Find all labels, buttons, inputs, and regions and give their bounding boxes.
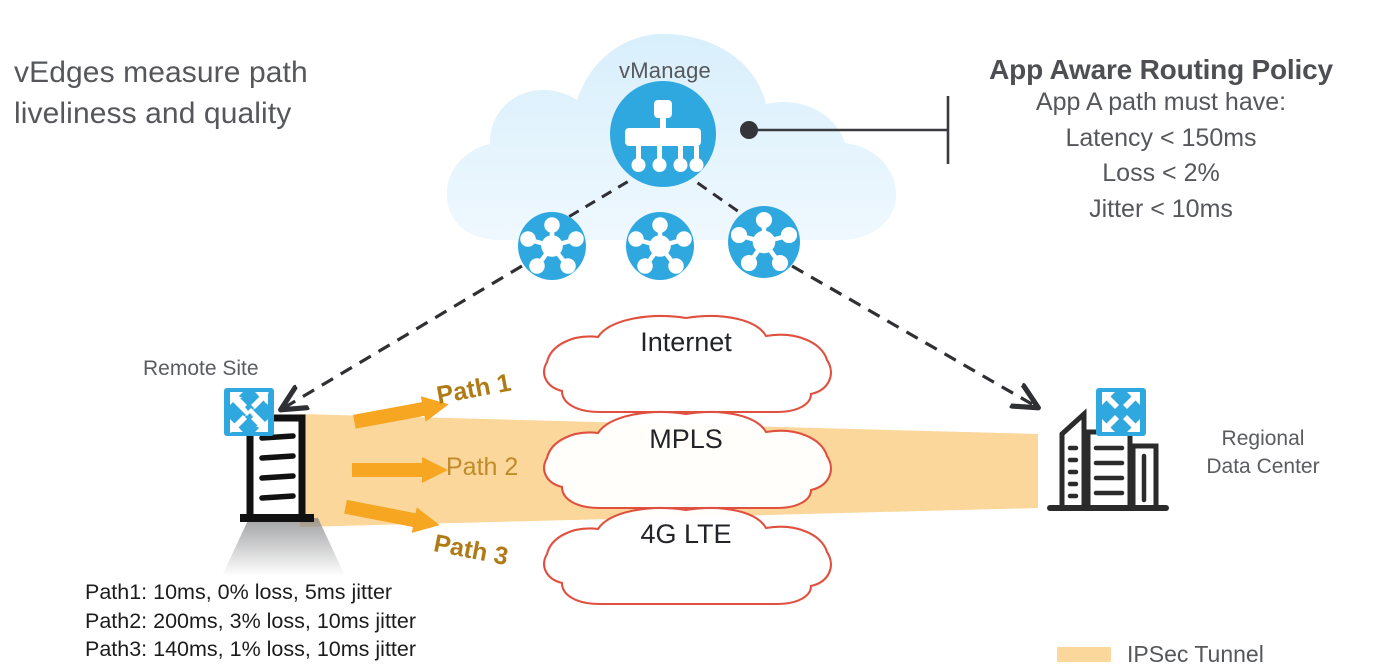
path-stat-2: Path2: 200ms, 3% loss, 10ms jitter	[85, 608, 417, 633]
datacenter-group	[1047, 388, 1169, 511]
policy-line-loss: Loss < 2%	[1102, 159, 1220, 188]
cloud-mpls	[543, 410, 832, 510]
controller-to-site-arrows	[282, 264, 1037, 409]
vsmart-controller-icon-1	[518, 212, 586, 280]
cisco-router-icon-datacenter	[1096, 388, 1146, 436]
policy-callout: App Aware Routing Policy App A path must…	[946, 54, 1376, 227]
path-stat-1: Path1: 10ms, 0% loss, 5ms jitter	[85, 580, 393, 604]
datacenter-label-line-2: Data Center	[1206, 455, 1320, 479]
vsmart-controller-icon-2	[626, 212, 694, 280]
legend-label-ipsec-tunnel: IPSec Tunnel	[1127, 641, 1264, 667]
cisco-router-icon-remote	[224, 388, 274, 436]
datacenter-label: Regional Data Center	[1178, 425, 1348, 481]
control-plane-links	[559, 170, 753, 224]
policy-line-condition: App A path must have:	[1035, 88, 1287, 117]
office-building-icon	[240, 414, 314, 522]
vmanage-controller-icon	[610, 81, 716, 187]
path-direction-arrows	[344, 396, 449, 533]
policy-line-jitter: Jitter < 10ms	[1089, 194, 1233, 223]
vmanage-label: vManage	[619, 58, 711, 83]
intro-line-2: liveliness and quality	[14, 97, 292, 131]
cloud-label-internet: Internet	[640, 327, 732, 357]
path-label-2: Path 2	[446, 453, 519, 481]
cloud-4g-lte	[543, 506, 832, 606]
remote-site-label: Remote Site	[143, 357, 259, 380]
cloud-label-mpls: MPLS	[649, 424, 723, 454]
cloud-label-4g-lte: 4G LTE	[640, 519, 732, 549]
direction-arrow-path2	[352, 457, 448, 483]
datacenter-buildings-icon	[1047, 400, 1169, 511]
intro-line-1: vEdges measure path	[14, 56, 308, 89]
policy-line-latency: Latency < 150ms	[1065, 123, 1257, 152]
legend: IPSec Tunnel	[1057, 641, 1264, 668]
remote-site-shadow	[222, 518, 345, 576]
vsmart-controller-icon-3	[728, 206, 800, 278]
datacenter-label-line-1: Regional	[1221, 427, 1305, 450]
intro-text: vEdges measure path liveliness and quali…	[14, 52, 414, 135]
path-stat-3: Path3: 140ms, 1% loss, 10ms jitter	[85, 637, 417, 662]
direction-arrow-path1	[353, 396, 449, 429]
policy-callout-connector	[740, 96, 950, 164]
policy-title: App Aware Routing Policy	[989, 54, 1333, 85]
path-statistics: Path1: 10ms, 0% loss, 5ms jitter Path2: …	[85, 578, 416, 664]
legend-swatch-ipsec-tunnel	[1057, 647, 1111, 662]
remote-site-group	[222, 388, 345, 576]
cloud-internet	[543, 314, 832, 414]
direction-arrow-path3	[344, 499, 440, 533]
vsmart-controller-icons	[518, 206, 800, 280]
